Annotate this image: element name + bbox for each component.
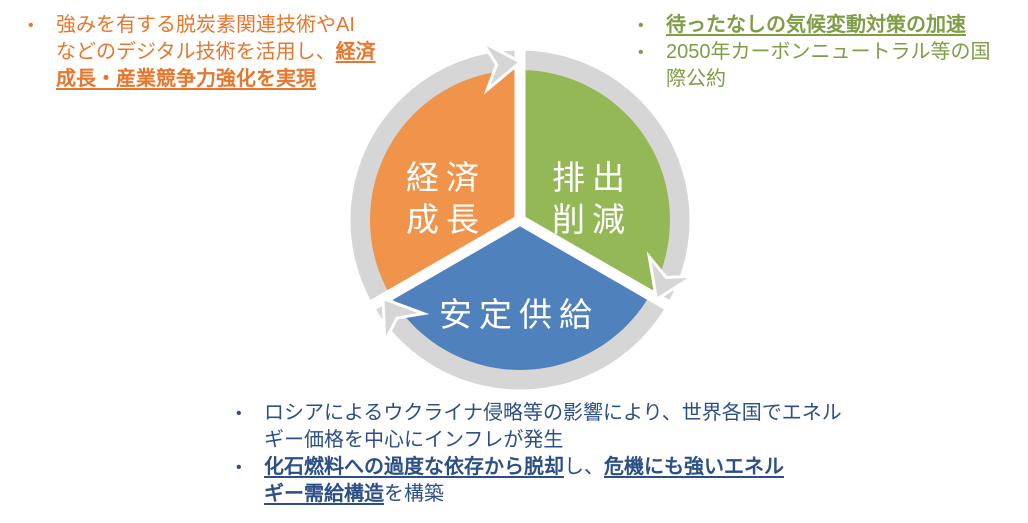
list-item: • 化石燃料への過度な依存から脱却し、危機にも強いエネル ギー需給構造を構築 [236, 454, 876, 508]
cycle-arrow-icon [646, 251, 699, 302]
note-text-normal: を構築 [384, 483, 444, 505]
list-item: • 待ったなしの気候変動対策の加速 [638, 12, 1018, 39]
bullet-icon: • [236, 405, 242, 422]
note-text-normal: 強みを有する脱炭素関連技術やAI などのデジタル技術を活用し、 [56, 14, 355, 63]
wedge-gap [517, 215, 683, 317]
wedge-stable-supply [390, 220, 650, 370]
wedge-label-emission-reduction: 排出 削減 [552, 159, 632, 238]
list-item: • ロシアによるウクライナ侵略等の影響により、世界各国でエネル ギー価格を中心に… [236, 400, 876, 454]
note-text-normal: し、 [564, 456, 604, 478]
note-emission-item2: 2050年カーボンニュートラル等の国 際公約 [666, 41, 991, 90]
list-item: • 2050年カーボンニュートラル等の国 際公約 [638, 39, 1018, 93]
note-economic-growth-text: 強みを有する脱炭素関連技術やAI などのデジタル技術を活用し、経済 成長・産業競… [56, 12, 376, 93]
cycle-diagram: 経済 成長 排出 削減 安定供給 [340, 28, 700, 400]
cycle-arrow-icon [477, 38, 524, 95]
list-item: • 強みを有する脱炭素関連技術やAI などのデジタル技術を活用し、経済 成長・産… [28, 12, 388, 93]
note-supply-item2: 化石燃料への過度な依存から脱却し、危機にも強いエネル ギー需給構造を構築 [264, 454, 784, 508]
bullet-icon: • [638, 44, 644, 61]
note-emission-reduction: • 待ったなしの気候変動対策の加速 • 2050年カーボンニュートラル等の国 際… [638, 12, 1018, 93]
wedge-label-stable-supply: 安定供給 [439, 296, 599, 333]
note-text-emphasis: 経済 成長・産業競争力強化を実現 [56, 41, 376, 90]
bullet-icon: • [28, 17, 34, 34]
cycle-arrow-icon [381, 296, 430, 348]
cycle-diagram-graphic [350, 36, 699, 390]
note-text-emphasis: 化石燃料への過度な依存から脱却 [264, 456, 564, 478]
wedge-label-economic-growth: 経済 成長 [406, 159, 486, 238]
bullet-icon: • [236, 459, 242, 476]
bullet-icon: • [638, 17, 644, 34]
note-economic-growth: • 強みを有する脱炭素関連技術やAI などのデジタル技術を活用し、経済 成長・産… [28, 12, 388, 93]
wedge-gap [357, 215, 523, 317]
note-text-emphasis: 危機にも強いエネル ギー需給構造 [264, 456, 784, 505]
note-emission-item1: 待ったなしの気候変動対策の加速 [666, 14, 966, 36]
note-supply-item1: ロシアによるウクライナ侵略等の影響により、世界各国でエネル ギー価格を中心にイン… [264, 402, 842, 451]
note-stable-supply: • ロシアによるウクライナ侵略等の影響により、世界各国でエネル ギー価格を中心に… [236, 400, 876, 508]
